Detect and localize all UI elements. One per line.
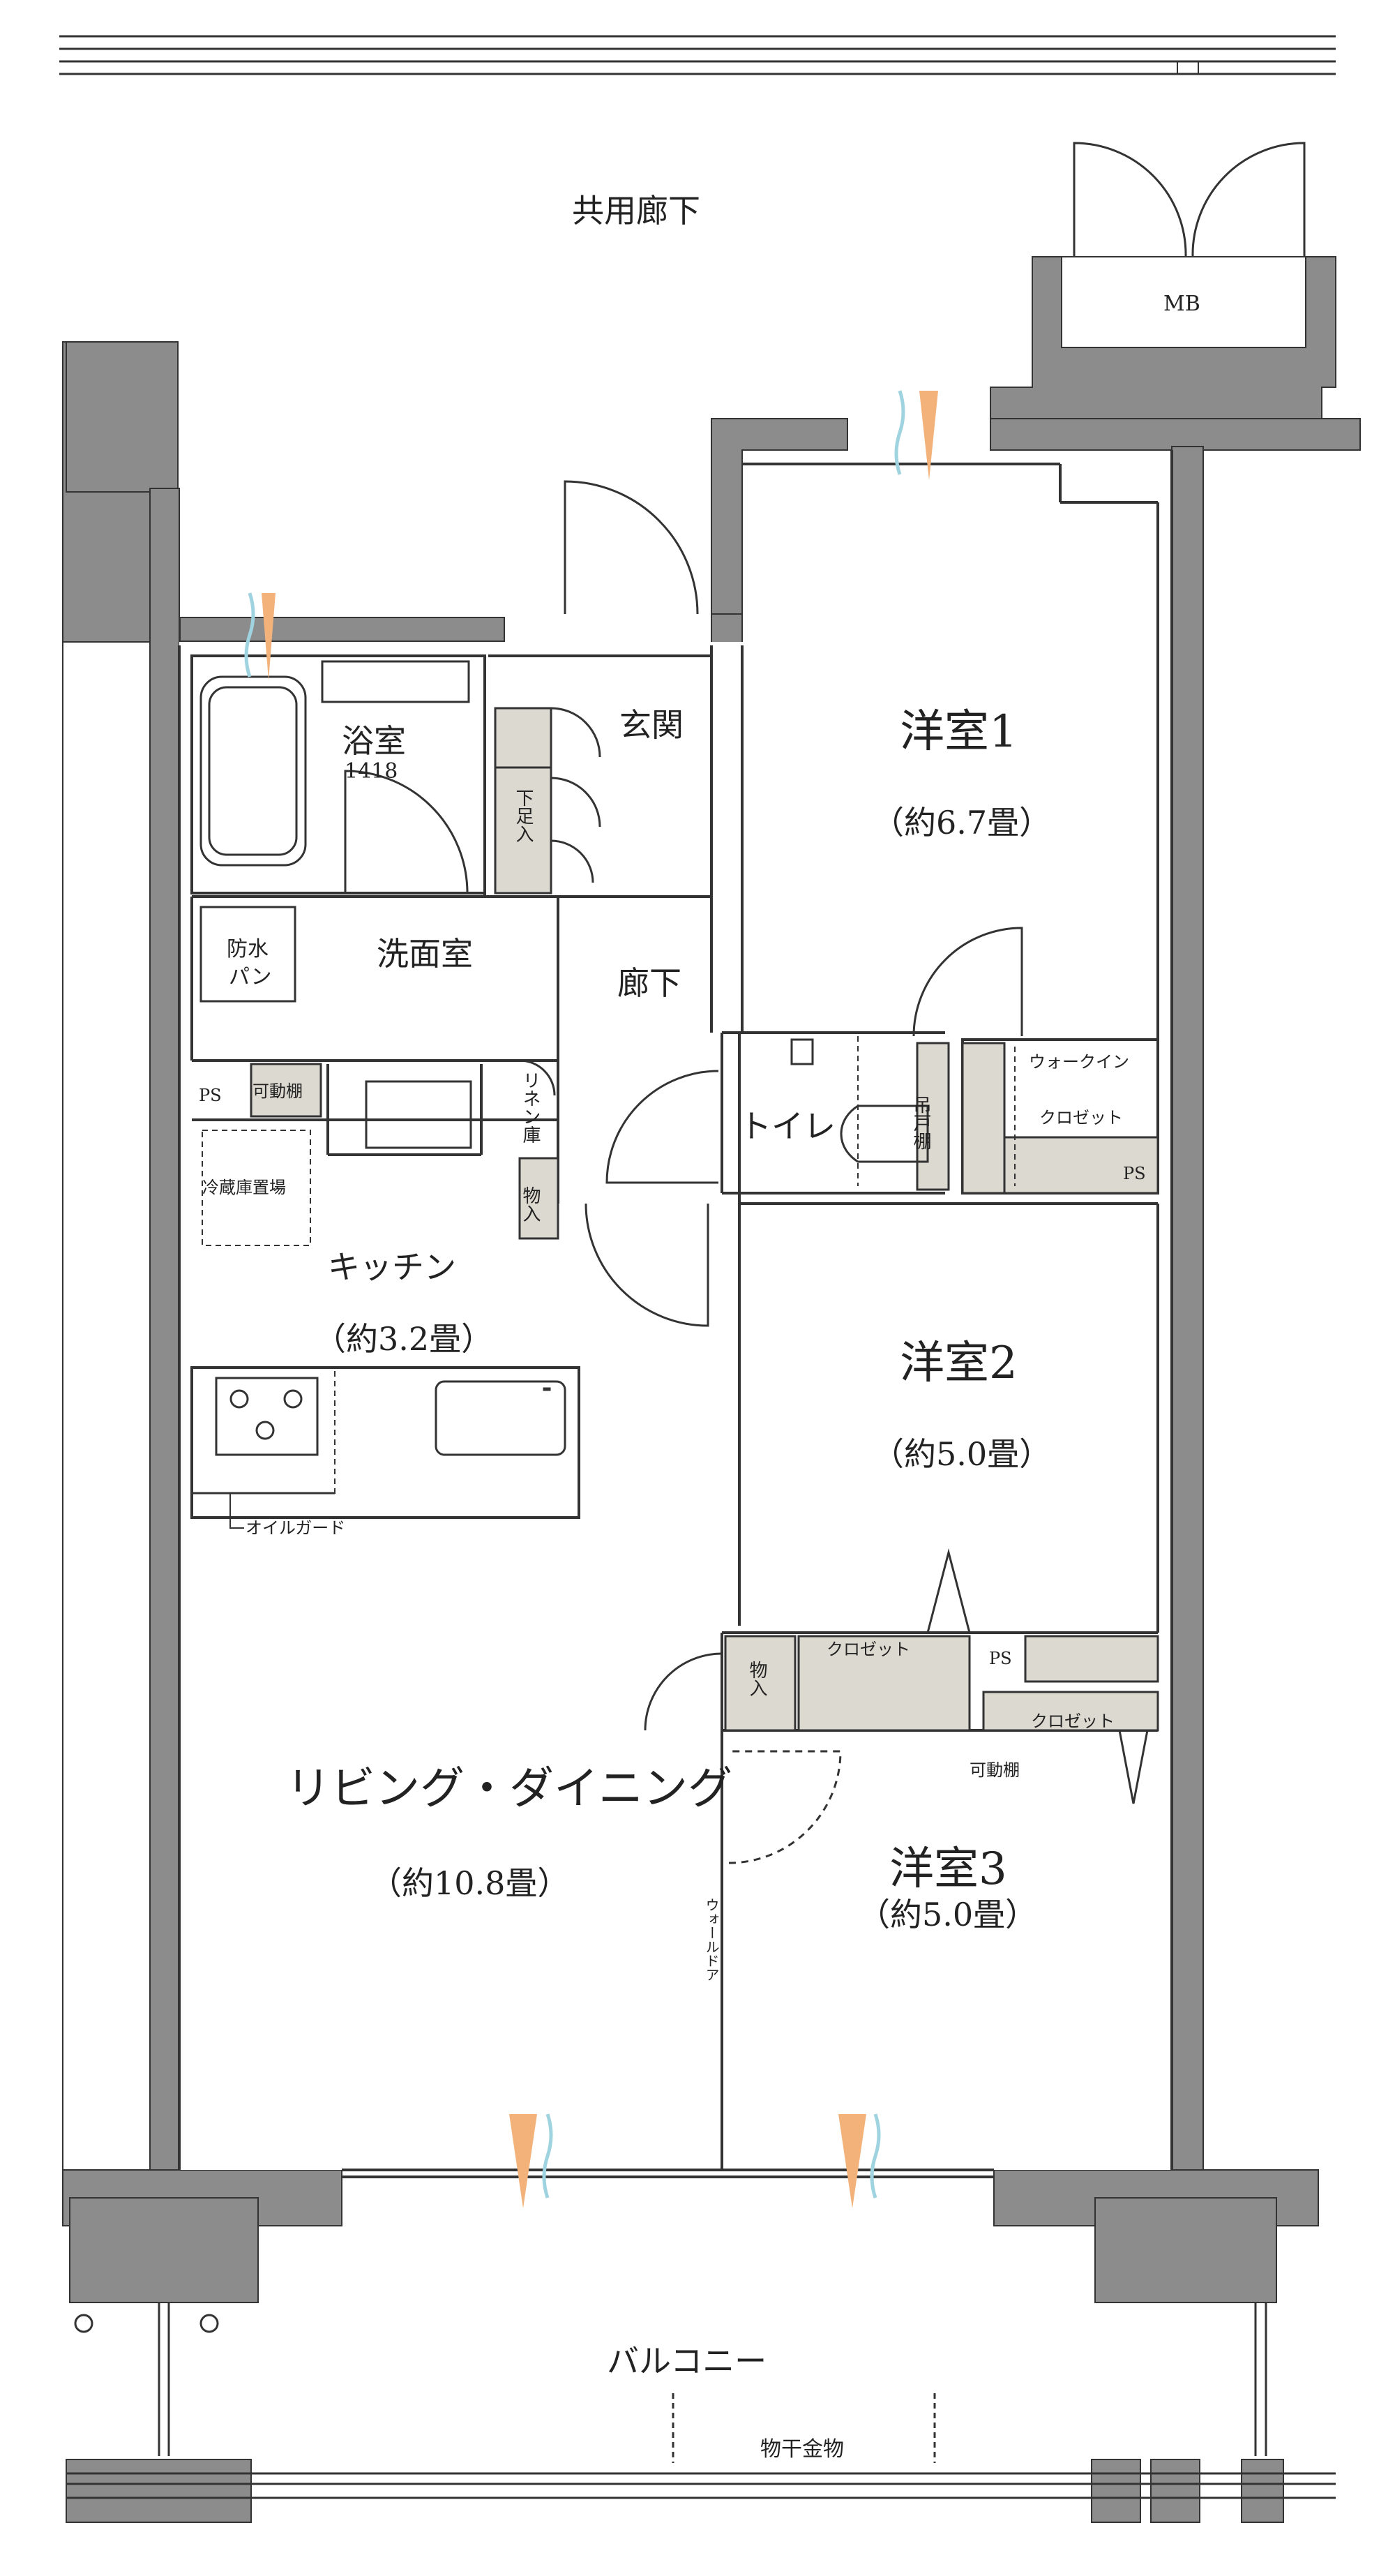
label-closet-room2: クロゼット: [827, 1640, 910, 1659]
label-kitchen: キッチン: [328, 1248, 456, 1286]
label-corridor-common: 共用廊下: [572, 192, 700, 230]
washstand: [365, 1080, 472, 1149]
label-balcony: バルコニー: [607, 2342, 767, 2380]
label-western2: 洋室2: [900, 1338, 1018, 1389]
label-wall-door: ウォールドア: [703, 1898, 720, 1982]
corridor-rails: [59, 35, 1336, 75]
label-toilet: トイレ: [739, 1107, 836, 1145]
dashed-areas: [191, 1036, 1016, 1494]
label-movable-shelf-left: 可動棚: [252, 1081, 303, 1101]
stove: [215, 1377, 319, 1456]
label-toilet-cabinet: 吊戸棚: [910, 1095, 931, 1150]
label-ps-right: PS: [1123, 1164, 1146, 1183]
storage-areas: [250, 707, 1159, 1732]
label-closet-room3: クロゼット: [1031, 1712, 1115, 1731]
label-hallway: 廊下: [617, 964, 681, 1002]
bathtub: [199, 675, 307, 867]
label-western1-area: （約6.7畳）: [872, 804, 1051, 841]
label-western3: 洋室3: [889, 1843, 1007, 1895]
label-bathroom: 浴室: [342, 722, 406, 760]
label-kitchen-area: （約3.2畳）: [314, 1320, 493, 1358]
label-living-dining-area: （約10.8畳）: [370, 1864, 569, 1902]
label-western2-area: （約5.0畳）: [872, 1435, 1051, 1473]
label-clothes-hanger: 物干金物: [760, 2437, 844, 2462]
label-walk-in-2: クロゼット: [1039, 1108, 1123, 1128]
fixtures: [199, 660, 929, 1456]
fridge-space: [202, 1130, 311, 1246]
label-western1: 洋室1: [900, 706, 1018, 758]
label-fridge-space: 冷蔵庫置場: [202, 1178, 286, 1197]
label-shoe-storage: 下足入: [513, 788, 534, 843]
drain-mark: [1177, 61, 1199, 75]
label-bath-size: 1418: [345, 759, 398, 784]
label-waterproof-pan-line1: 防水: [227, 937, 269, 961]
label-storage-living: 物入: [746, 1661, 767, 1697]
label-entrance: 玄関: [619, 706, 684, 744]
label-movable-shelf-room3: 可動棚: [970, 1760, 1020, 1780]
label-washroom: 洗面室: [377, 935, 473, 973]
structural-walls: [62, 256, 1361, 2523]
label-waterproof-pan-line2: パン: [229, 965, 272, 989]
label-linen-cabinet: リネン庫: [520, 1071, 541, 1144]
oil-guard-leader: [229, 1493, 244, 1529]
interior-floor: [179, 642, 1172, 2170]
label-western3-area: （約5.0畳）: [858, 1896, 1037, 1933]
kitchen-sink: [435, 1380, 566, 1456]
balcony-rails: [66, 2302, 1336, 2499]
label-walk-in-1: ウォークイン: [1029, 1052, 1129, 1072]
label-ps-room3: PS: [989, 1649, 1012, 1668]
label-mb: MB: [1163, 292, 1200, 316]
label-storage-kitchen: 物入: [520, 1186, 541, 1222]
label-oil-guard: オイルガード: [246, 1518, 345, 1538]
label-living-dining: リビング・ダイニング: [286, 1763, 732, 1815]
door-swings: [344, 142, 1306, 1804]
vents: [244, 390, 938, 2208]
label-ps-left: PS: [199, 1086, 222, 1105]
wall-door-swing: [728, 1750, 842, 1864]
